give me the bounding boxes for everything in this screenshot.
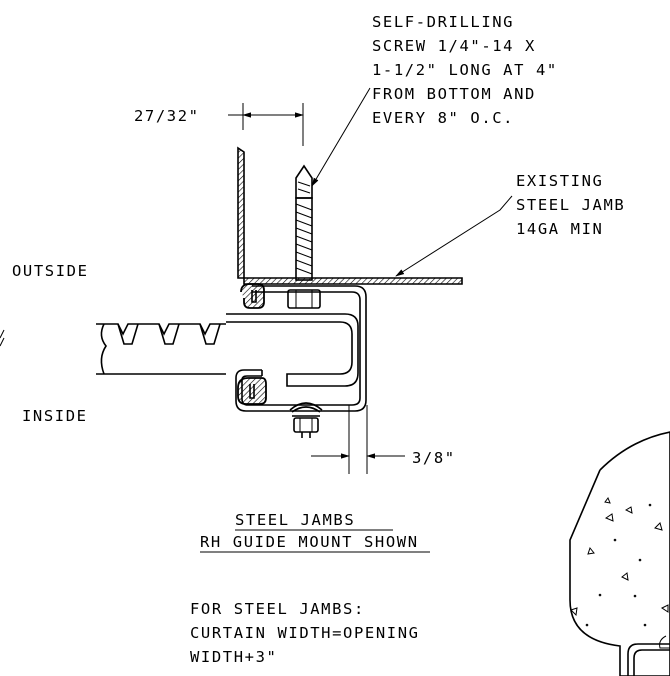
note-line-1: FOR STEEL JAMBS: — [190, 600, 365, 618]
title-steel-jambs: STEEL JAMBS — [235, 511, 355, 529]
note-line-3: WIDTH+3" — [190, 648, 277, 666]
note-line-2: CURTAIN WIDTH=OPENING — [190, 624, 420, 642]
jamb-note-line-1: EXISTING — [516, 172, 603, 190]
inside-label: INSIDE — [22, 407, 88, 425]
screw-leader — [311, 87, 371, 187]
screw-callout-text: SELF-DRILLING SCREW 1/4"-14 X 1-1/2" LON… — [372, 13, 558, 127]
dimension-3-8: 3/8" — [412, 449, 456, 467]
retainer-hook — [226, 313, 359, 387]
inner-weather-seal — [237, 377, 267, 405]
dimension-top-lines — [228, 103, 304, 146]
existing-steel-jamb — [237, 146, 463, 285]
screw-note-line-3: 1-1/2" LONG AT 4" — [372, 61, 558, 79]
guide-edge-line — [659, 635, 670, 649]
concrete-jamb — [569, 431, 670, 676]
curtain-slat — [0, 323, 226, 375]
outside-label: OUTSIDE — [12, 262, 89, 280]
screw-note-line-1: SELF-DRILLING — [372, 13, 514, 31]
screw-note-line-2: SCREW 1/4"-14 X — [372, 37, 536, 55]
jamb-leader — [395, 195, 513, 277]
existing-jamb-callout-text: EXISTING STEEL JAMB 14GA MIN — [516, 172, 625, 238]
screw-note-line-5: EVERY 8" O.C. — [372, 109, 514, 127]
jamb-note-line-2: STEEL JAMB — [516, 196, 625, 214]
jamb-note-line-3: 14GA MIN — [516, 220, 603, 238]
detail-title: STEEL JAMBS RH GUIDE MOUNT SHOWN — [200, 511, 430, 553]
title-rh-guide-mount: RH GUIDE MOUNT SHOWN — [200, 533, 419, 551]
screw-note-line-4: FROM BOTTOM AND — [372, 85, 536, 103]
bottom-bolt — [289, 402, 323, 438]
self-drilling-screw — [287, 164, 321, 309]
curtain-width-note: FOR STEEL JAMBS: CURTAIN WIDTH=OPENING W… — [190, 600, 420, 666]
dimension-bottom-lines — [311, 405, 405, 474]
guide-bracket — [235, 285, 367, 412]
dimension-27-32: 27/32" — [134, 107, 200, 125]
